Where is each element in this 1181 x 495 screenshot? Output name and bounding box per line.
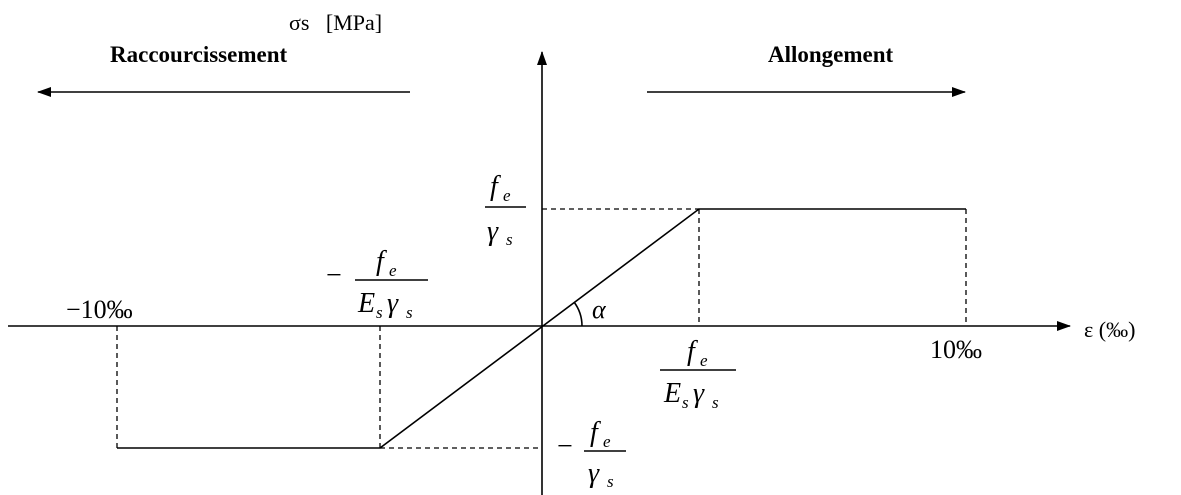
neg-limit-label: −10‰ <box>66 295 133 324</box>
alpha-label: α <box>592 295 607 324</box>
svg-text:e: e <box>389 261 397 280</box>
svg-text:γ: γ <box>387 288 399 319</box>
svg-text:γ: γ <box>487 216 499 247</box>
svg-text:s: s <box>607 472 614 491</box>
svg-text:f: f <box>376 246 387 277</box>
svg-text:e: e <box>700 351 708 370</box>
svg-text:s: s <box>376 303 383 322</box>
svg-text:−: − <box>326 260 342 291</box>
svg-text:s: s <box>506 230 513 249</box>
shortening-label: Raccourcissement <box>110 42 287 67</box>
angle-arc <box>573 301 583 327</box>
neg-yield-stress-fraction: − f e γ s <box>557 417 626 491</box>
svg-text:e: e <box>503 186 511 205</box>
svg-text:E: E <box>357 288 375 319</box>
svg-text:−: − <box>557 431 573 462</box>
svg-text:f: f <box>490 171 501 202</box>
stress-axis-label: σs [MPa] <box>289 10 382 35</box>
pos-yield-strain-fraction: f e E s γ s <box>660 336 736 412</box>
pos-limit-label: 10‰ <box>930 335 982 364</box>
svg-text:s: s <box>712 393 719 412</box>
svg-text:E: E <box>663 378 681 409</box>
svg-text:γ: γ <box>588 458 600 489</box>
pos-yield-stress-fraction: f e γ s <box>485 171 526 249</box>
elongation-label: Allongement <box>768 42 894 67</box>
svg-text:s: s <box>406 303 413 322</box>
svg-text:f: f <box>590 417 601 448</box>
strain-axis-label: ε (‰) <box>1084 317 1135 342</box>
svg-text:γ: γ <box>693 378 705 409</box>
svg-text:f: f <box>687 336 698 367</box>
neg-yield-strain-fraction: − f e E s γ s <box>326 246 428 322</box>
svg-text:e: e <box>603 432 611 451</box>
svg-text:s: s <box>682 393 689 412</box>
stress-strain-curve <box>117 208 966 449</box>
